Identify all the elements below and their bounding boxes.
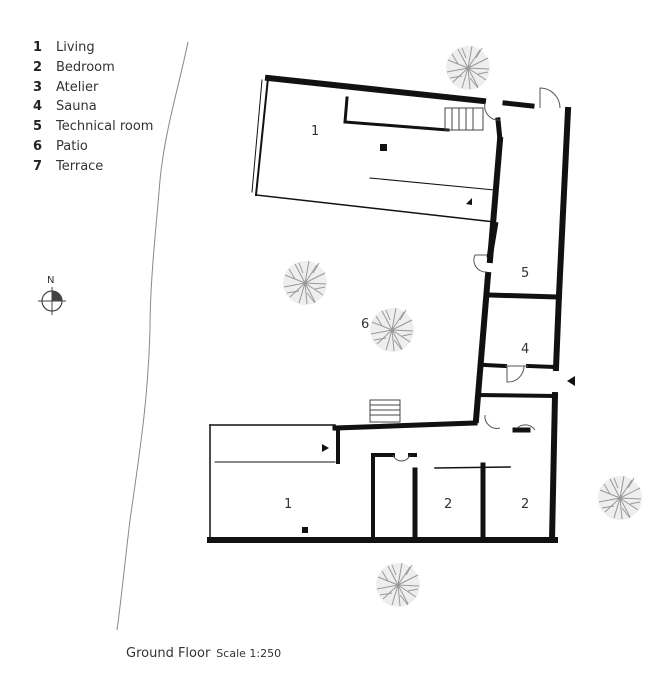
legend-label: Patio — [56, 138, 88, 154]
room-label-living-lower: 1 — [284, 497, 292, 512]
plan-caption: Ground Floor Scale 1:250 — [126, 646, 281, 661]
legend-item: 6 Patio — [33, 137, 153, 157]
room-label-bedroom: 2 — [521, 497, 529, 512]
legend-number: 6 — [33, 138, 43, 154]
legend-item: 7 Terrace — [33, 157, 153, 177]
doors — [392, 87, 561, 462]
room-label-patio: 6 — [361, 317, 369, 332]
legend-label: Technical room — [56, 119, 154, 135]
entrance-arrow-icon — [302, 144, 575, 533]
site-boundary-line — [116, 41, 189, 631]
tree-icon — [369, 307, 415, 353]
legend-number: 1 — [33, 40, 43, 55]
legend-label: Atelier — [56, 79, 99, 95]
stairs — [369, 107, 484, 423]
legend-item: 4 Sauna — [33, 97, 153, 117]
legend-number: 4 — [33, 99, 43, 115]
legend-label: Terrace — [56, 158, 104, 174]
room-label-living-upper: 1 — [311, 124, 319, 139]
walls — [207, 74, 572, 544]
room-label-bedroom: 2 — [444, 497, 452, 512]
legend-number: 2 — [33, 59, 43, 75]
room-legend: 1 Living 2 Bedroom 3 Atelier 4 Sauna 5 Techni… — [33, 38, 153, 177]
caption-scale: Scale 1:250 — [216, 647, 282, 660]
room-label-sauna: 4 — [521, 342, 529, 357]
caption-title: Ground Floor — [126, 646, 211, 661]
legend-number: 5 — [33, 119, 43, 135]
legend-number: 7 — [33, 158, 43, 174]
legend-item: 2 Bedroom — [33, 58, 153, 78]
legend-label: Bedroom — [56, 59, 115, 75]
legend-label: Sauna — [56, 99, 97, 115]
legend-item: 5 Technical room — [33, 117, 153, 137]
tree-icon — [445, 45, 491, 91]
north-label: N — [47, 275, 54, 286]
tree-icon — [375, 562, 421, 608]
tree-icon — [282, 260, 328, 306]
legend-number: 3 — [33, 79, 43, 95]
legend-item: 3 Atelier — [33, 78, 153, 98]
legend-label: Living — [56, 40, 95, 55]
legend-item: 1 Living — [33, 38, 153, 58]
north-arrow-icon: N — [38, 275, 66, 315]
tree-icon — [597, 475, 643, 521]
room-label-technical: 5 — [521, 266, 529, 281]
